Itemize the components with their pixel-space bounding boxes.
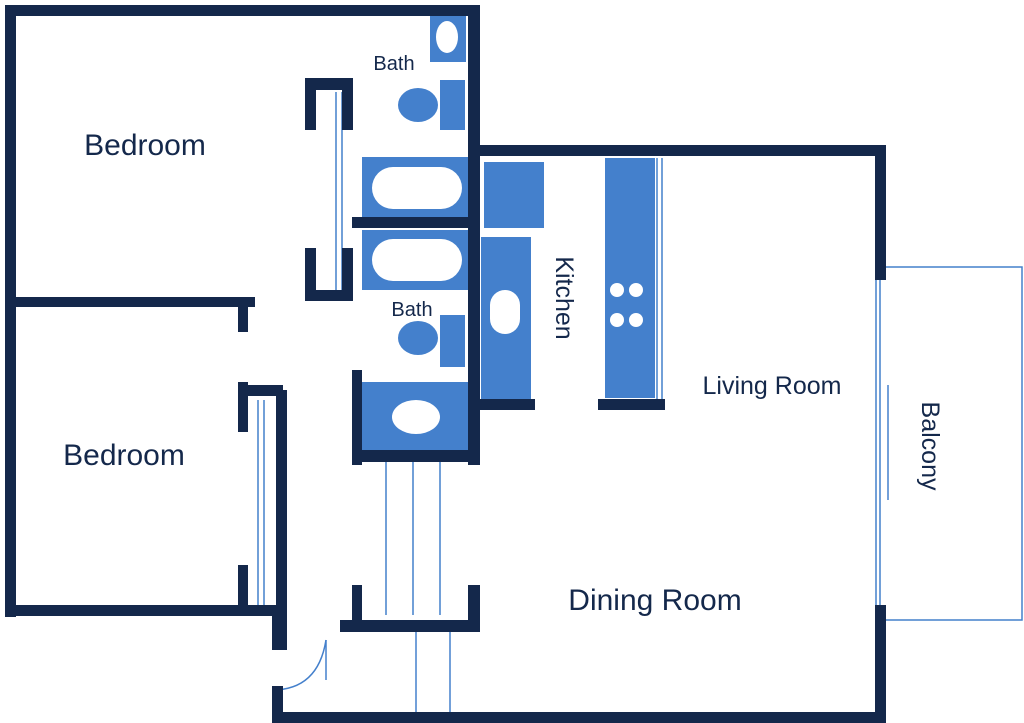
bath-bottom-fixtures — [362, 230, 468, 450]
label-balcony: Balcony — [916, 402, 944, 491]
refrigerator — [484, 162, 544, 228]
vanity-sink — [392, 400, 440, 434]
label-kitchen: Kitchen — [550, 256, 578, 339]
burner — [610, 313, 624, 327]
label-bedroom-bottom: Bedroom — [63, 439, 185, 472]
toilet-tank-top — [440, 80, 465, 130]
label-bedroom-top: Bedroom — [84, 129, 206, 162]
label-living-room: Living Room — [703, 372, 842, 400]
bathtub-top-inner — [372, 167, 462, 209]
walls — [5, 5, 886, 723]
bath-top-fixtures — [362, 12, 468, 217]
label-bath-bottom: Bath — [391, 299, 432, 321]
burner — [629, 313, 643, 327]
kitchen-sink — [490, 290, 520, 334]
bathtub-bottom-inner — [372, 239, 462, 281]
door-frames — [257, 92, 663, 712]
toilet-tank-bottom — [440, 315, 465, 367]
label-bath-top: Bath — [373, 53, 414, 75]
stove-counter — [605, 158, 655, 398]
toilet-top — [398, 88, 438, 122]
label-dining-room: Dining Room — [568, 584, 741, 617]
burner — [610, 283, 624, 297]
kitchen-fixtures — [481, 158, 655, 399]
balcony-area — [875, 266, 1023, 621]
sink-basin — [436, 21, 458, 53]
room-labels: Bedroom Bedroom Bath Bath Kitchen Living… — [63, 53, 944, 617]
toilet-bottom — [398, 321, 438, 355]
burner — [629, 283, 643, 297]
